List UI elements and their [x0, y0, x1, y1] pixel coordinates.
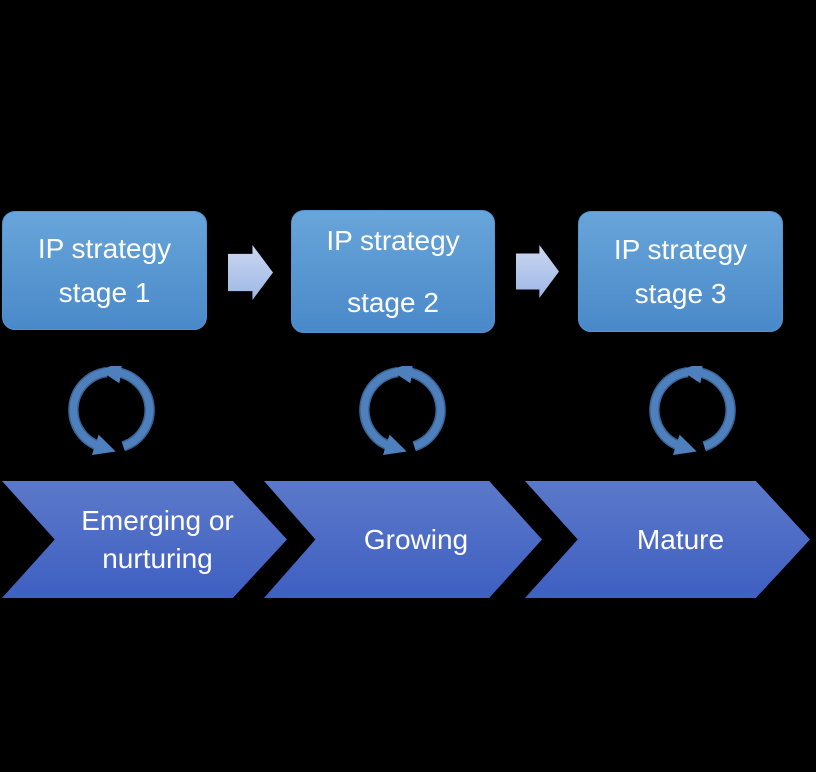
stage-box-1: IP strategy stage 1 — [2, 211, 207, 330]
phase-chevron-label: Mature — [636, 523, 725, 555]
block-arrow-right-icon — [228, 245, 273, 305]
phase-chevron-mature: Mature — [525, 481, 810, 598]
block-arrow-right-icon — [516, 245, 559, 303]
cycle-arrows-icon — [636, 362, 749, 456]
stage-box-3: IP strategy stage 3 — [578, 211, 783, 332]
stage-box-3-label-line2: stage 3 — [634, 277, 727, 309]
phase-chevron-emerging: Emerging or nurturing — [2, 481, 287, 598]
stage-box-1-label-line1: IP strategy — [37, 232, 172, 264]
stage-box-1-label-line2: stage 1 — [58, 276, 151, 308]
stage-box-2: IP strategy stage 2 — [291, 210, 495, 333]
phase-chevron-label: Emerging or nurturing — [81, 504, 234, 574]
phase-chevron-label: Growing — [363, 523, 469, 555]
stage-box-2-label-line2: stage 2 — [347, 286, 439, 318]
stage-box-3-label-line1: IP strategy — [613, 233, 748, 265]
phase-chevron-growing: Growing — [264, 481, 542, 598]
cycle-arrows-icon — [55, 362, 168, 456]
cycle-arrows-icon — [346, 362, 459, 456]
stage-box-2-label-line1: IP strategy — [326, 224, 460, 256]
